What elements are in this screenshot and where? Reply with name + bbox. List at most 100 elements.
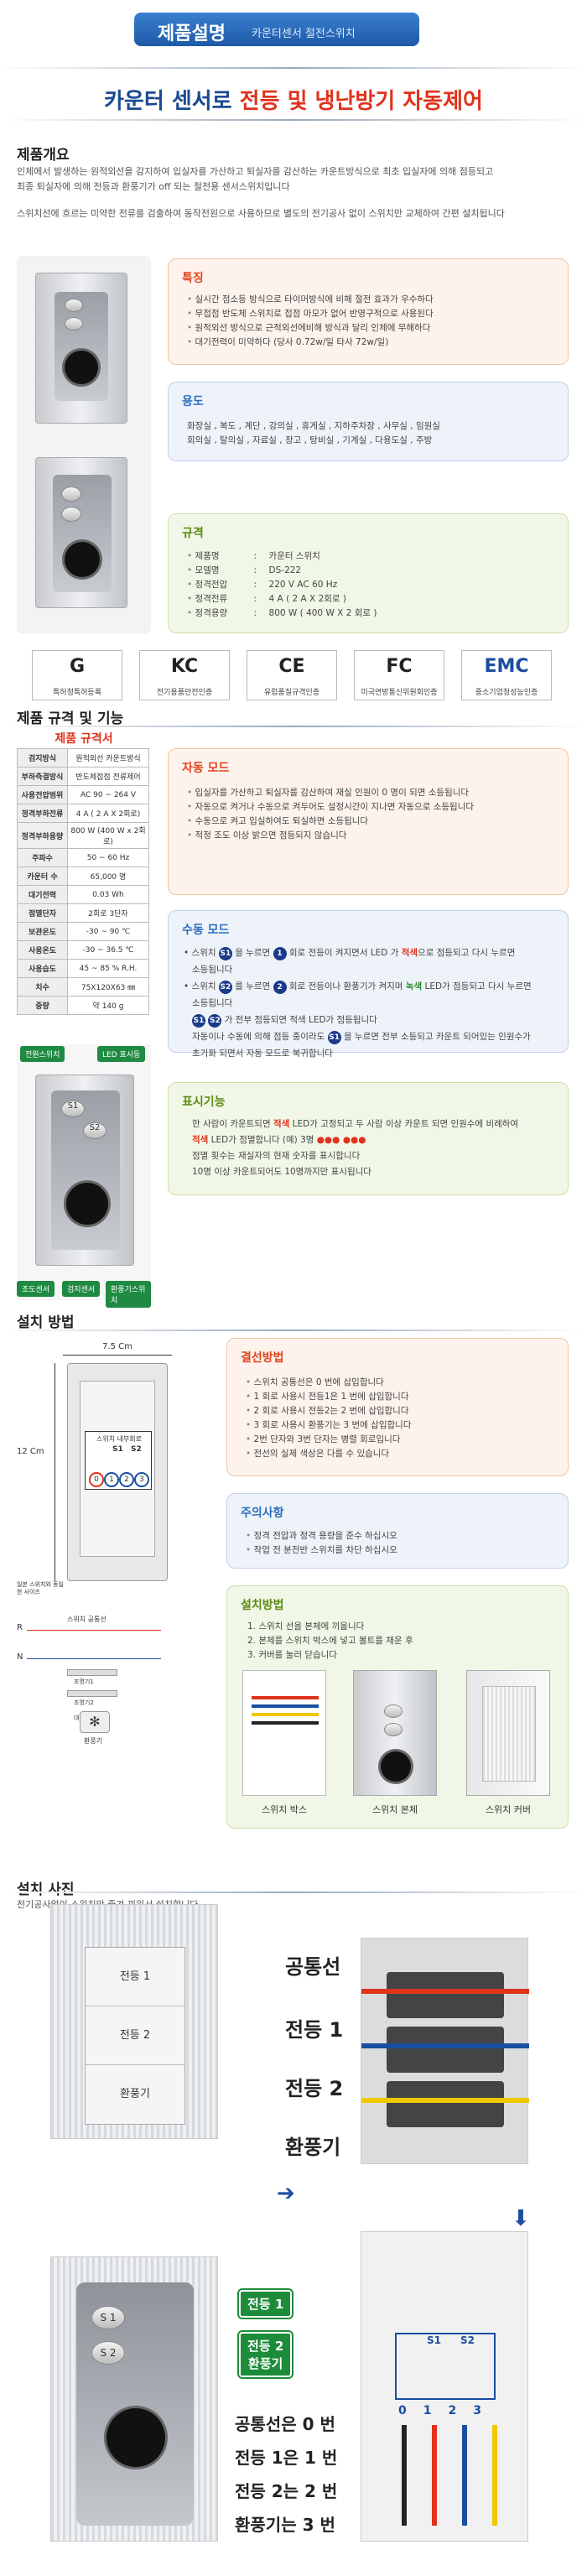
manual-mode-title: 수동 모드: [182, 924, 230, 937]
divider: [0, 1892, 587, 1893]
table-cell-value: 0.03 Wh: [67, 885, 149, 904]
table-cell-key: 정격부하용량: [17, 822, 68, 849]
label-r: R: [17, 1623, 23, 1632]
list-item: 수동으로 켜고 입실하여도 퇴실하면 소등됩니다: [187, 814, 474, 829]
divider: [0, 119, 587, 121]
tag-light-sensor: 조도센서: [17, 1281, 55, 1297]
list-item: 2번 단자와 3번 단자는 병렬 회로입니다: [246, 1433, 411, 1447]
list-item: 2. 본체를 스위치 박스에 넣고 볼트를 채운 후: [247, 1636, 413, 1646]
table-cell-key: 치수: [17, 977, 68, 997]
fan-icon: ✻: [80, 1711, 110, 1733]
list-item: 대기전력이 미약하다 (당사 0.72w/일 타사 72w/일): [187, 336, 434, 350]
list-item: 스위치 공통선은 0 번에 삽입합니다: [246, 1376, 411, 1390]
page-headline: 카운터 센서로 전등 및 냉난방기 자동제어: [0, 84, 587, 115]
photo-wired-switches: [361, 1938, 529, 2164]
label-wire: 스위치 공통선: [67, 1616, 106, 1623]
manual-mode-panel: 수동 모드 • 스위치 S1 을 누르면 1 회로 전등이 켜지면서 LED 가…: [168, 910, 569, 1059]
wiring-title: 결선방법: [241, 1351, 284, 1365]
display-title: 표시기능: [182, 1095, 226, 1109]
list-item: 작업 전 분전반 스위치를 차단 하십시오: [246, 1543, 397, 1558]
table-cell-key: 대기전력: [17, 885, 68, 904]
terminal-summary: 공통선은 0 번 전등 1은 1 번 전등 2는 2 번 환풍기는 3 번: [235, 2407, 337, 2542]
tag-light2-fan: 전등 2 환풍기: [239, 2332, 293, 2377]
display-panel: 표시기능 한 사람이 카운트되면 적색 LED가 고정되고 두 사람 이상 카운…: [168, 1082, 569, 1195]
size-note: 일본 스위치와 동일한 사이즈: [17, 1581, 64, 1595]
method-title: 설치방법: [241, 1599, 284, 1612]
tag-light1: 전등 1: [239, 2290, 293, 2318]
photo-terminal-diagram: S1 S2 0123: [361, 2231, 528, 2542]
table-cell-key: 검지방식: [17, 748, 68, 768]
table-row: 사용온도-30 ~ 36.5 ℃: [17, 940, 149, 960]
table-cell-key: 중량: [17, 996, 68, 1015]
table-cell-key: 사용전압범위: [17, 785, 68, 804]
table-cell-key: 카운터 수: [17, 866, 68, 886]
label-lamp1: 조명기1: [74, 1678, 94, 1685]
dim-width: 7.5 Cm: [102, 1342, 132, 1351]
table-cell-key: 점멸단자: [17, 903, 68, 923]
spec-table-title: 제품 규격서: [55, 732, 113, 746]
table-cell-value: AC 90 ~ 264 V: [67, 785, 149, 804]
summary-line: 전등 1은 1 번: [235, 2448, 338, 2468]
install-title: 설치 방법: [17, 1314, 75, 1331]
features-title: 특징: [182, 272, 204, 285]
tag-power-switch: 전원스위치: [20, 1046, 65, 1062]
table-row: 보관온도-30 ~ 90 ℃: [17, 922, 149, 941]
auto-mode-panel: 자동 모드 입실자를 가산하고 퇴실자를 감산하여 재실 인원이 0 명이 되면…: [168, 748, 569, 895]
list-item: 정격 전압과 정격 용량을 준수 하십시오: [246, 1529, 397, 1543]
usage-line2: 회의실 , 탈의실 , 자료실 , 창고 , 탕비실 , 기계실 , 다용도실 …: [187, 435, 433, 445]
list-item: 2 회로 사용시 전등2는 2 번에 삽입합니다: [246, 1404, 411, 1418]
list-item: 실시간 점소등 방식으로 타이머방식에 비해 절전 효과가 우수하다: [187, 293, 434, 307]
arrow-down-icon: ⬇: [512, 2206, 530, 2231]
wiring-panel: 결선방법 스위치 공통선은 0 번에 삽입합니다 1 회로 사용시 전등1은 1…: [226, 1338, 569, 1476]
manual-mode-text: • 스위치 S1 을 누르면 1 회로 전등이 켜지면서 LED 가 적색으로 …: [184, 947, 532, 1059]
table-cell-value: 50 ~ 60 Hz: [67, 848, 149, 867]
label-cover: 스위치 커버: [485, 1804, 532, 1815]
table-cell-value: -30 ~ 36.5 ℃: [67, 940, 149, 960]
overview-p3: 스위치선에 흐르는 미약한 전류를 검출하여 동작전원으로 사용하므로 별도의 …: [17, 208, 505, 219]
caution-title: 주의사항: [241, 1507, 284, 1520]
wiring-list: 스위치 공통선은 0 번에 삽입합니다 1 회로 사용시 전등1은 1 번에 삽…: [246, 1376, 412, 1461]
table-cell-value: 2회로 3단자: [67, 903, 149, 923]
list-item: 원적외선 방식으로 근적외선에비해 방식과 달리 인체에 무해하다: [187, 321, 434, 336]
label-light2: 전등 2: [285, 2077, 344, 2100]
headline-part2: 전등 및 냉난방기 자동제어: [239, 89, 483, 114]
switch-backplate: 스위치 내부회로 S1 S2 0 1 2 3: [67, 1363, 168, 1581]
label-n: N: [17, 1652, 23, 1662]
tag-detect-sensor: 검지센서: [62, 1281, 101, 1297]
divider: [0, 67, 587, 69]
table-cell-value: 75X120X63 ㎜: [67, 977, 149, 997]
table-cell-value: 65,000 명: [67, 866, 149, 886]
switch-plate-2: [35, 457, 127, 608]
table-cell-value: 800 W (400 W x 2회로): [67, 822, 149, 849]
list-item: 1. 스위치 선을 본체에 끼웁니다: [247, 1621, 365, 1631]
label-light1: 전등 1: [285, 2018, 344, 2042]
label-common: 공통선: [285, 1955, 341, 1979]
table-cell-key: 사용습도: [17, 959, 68, 978]
photo-product-installed: S 1 S 2: [50, 2256, 218, 2542]
specs-title: 규격: [182, 527, 204, 540]
table-cell-key: 사용온도: [17, 940, 68, 960]
list-item: 전선의 실제 색상은 다를 수 있습니다: [246, 1447, 411, 1461]
features-panel: 특징 실시간 점소등 방식으로 타이머방식에 비해 절전 효과가 우수하다 무접…: [168, 258, 569, 365]
switch-body-image: [353, 1670, 437, 1796]
summary-line: 공통선은 0 번: [235, 2414, 335, 2434]
usage-panel: 용도 화장실 , 복도 , 계단 , 강의실 , 휴게실 , 지하주차장 , 사…: [168, 382, 569, 461]
switch-plate-3: S1 S2: [35, 1075, 134, 1266]
specs-list: 제품명:카운터 스위치 모델명:DS-222 정격전압:220 V AC 60 …: [187, 549, 377, 621]
method-panel: 설치방법 1. 스위치 선을 본체에 끼웁니다 2. 본체를 스위치 박스에 넣…: [226, 1585, 569, 1829]
table-cell-value: 약 140 g: [67, 996, 149, 1015]
label-fan: 환풍기: [84, 1737, 103, 1745]
display-text: 한 사람이 카운트되면 적색 LED가 고정되고 두 사람 이상 카운트 되면 …: [192, 1119, 519, 1177]
caution-panel: 주의사항 정격 전압과 정격 용량을 준수 하십시오 작업 전 분전반 스위치를…: [226, 1493, 569, 1569]
